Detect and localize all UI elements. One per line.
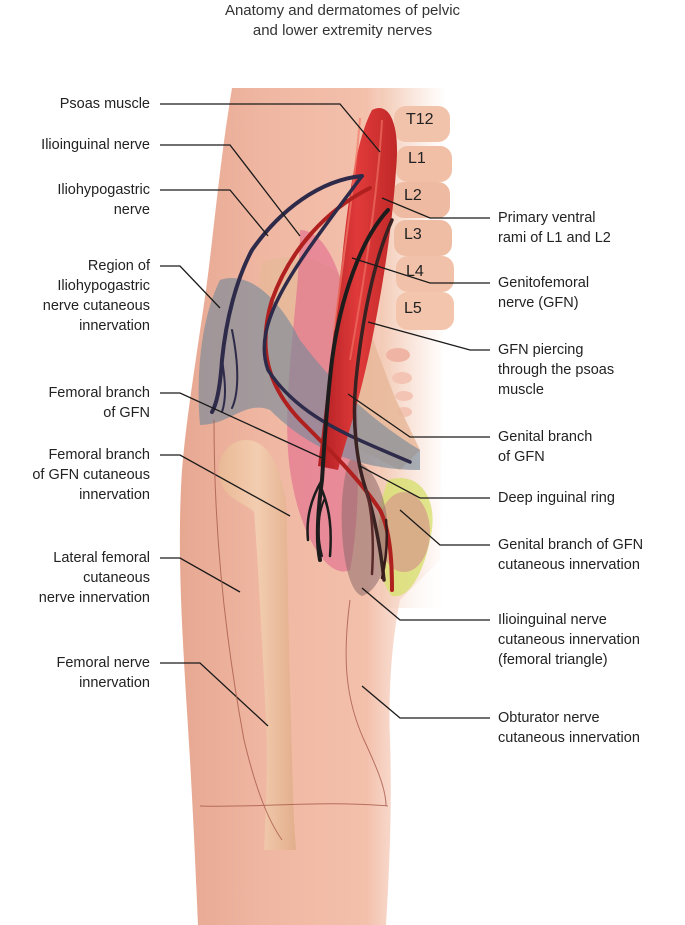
label-gfn-piercing: GFN piercing through the psoas muscle	[498, 342, 615, 398]
label-femoral-branch-gfn: Femoral branch of GFN	[48, 385, 150, 421]
label-obturator-nerve: Obturator nerve cutaneous innervation	[498, 710, 640, 746]
label-region-iliohypogastric: Region of Iliohypogastric nerve cutaneou…	[42, 258, 150, 334]
label-psoas-muscle: Psoas muscle	[59, 96, 150, 112]
label-genital-branch-gfn: Genital branch of GFN	[498, 429, 593, 465]
femur-bone	[218, 440, 296, 850]
spine	[386, 106, 454, 417]
title-line-2: and lower extremity nerves	[252, 22, 433, 39]
iliohypogastric-region	[198, 278, 420, 470]
femoral-triangle-region	[341, 460, 389, 596]
psoas-muscle	[318, 108, 397, 470]
vertebra-l1: L1	[408, 150, 426, 167]
psoas-fiber-1	[333, 117, 361, 331]
dermatome-lines	[199, 419, 389, 841]
label-lateral-femoral-cutaneous: Lateral femoral cutaneous nerve innervat…	[38, 550, 150, 606]
vertebra-l2: L2	[404, 187, 422, 204]
leader-lines	[160, 103, 490, 727]
label-femoral-nerve-innervation: Femoral nerve innervation	[56, 655, 150, 691]
label-deep-inguinal-ring: Deep inguinal ring	[498, 490, 615, 506]
vertebra-l3: L3	[404, 226, 422, 243]
vertebra-l4: L4	[406, 263, 424, 280]
label-femoral-branch-cutaneous: Femoral branch of GFN cutaneous innervat…	[32, 447, 150, 503]
vertebra-l5: L5	[404, 300, 422, 317]
title-line-1: Anatomy and dermatomes of pelvic	[224, 2, 461, 19]
nerves	[210, 174, 412, 592]
label-primary-ventral-rami: Primary ventral rami of L1 and L2	[498, 210, 611, 246]
label-genitofemoral-nerve: Genitofemoral nerve (GFN)	[498, 275, 590, 311]
label-iliohypogastric-nerve: Iliohypogastric nerve	[57, 182, 150, 218]
label-ilioinguinal-nerve: Ilioinguinal nerve	[41, 137, 150, 153]
vertebra-t12: T12	[406, 111, 434, 128]
label-ilioinguinal-cutaneous: Ilioinguinal nerve cutaneous innervation…	[498, 612, 640, 668]
label-genital-branch-cutaneous: Genital branch of GFN cutaneous innervat…	[498, 537, 644, 573]
